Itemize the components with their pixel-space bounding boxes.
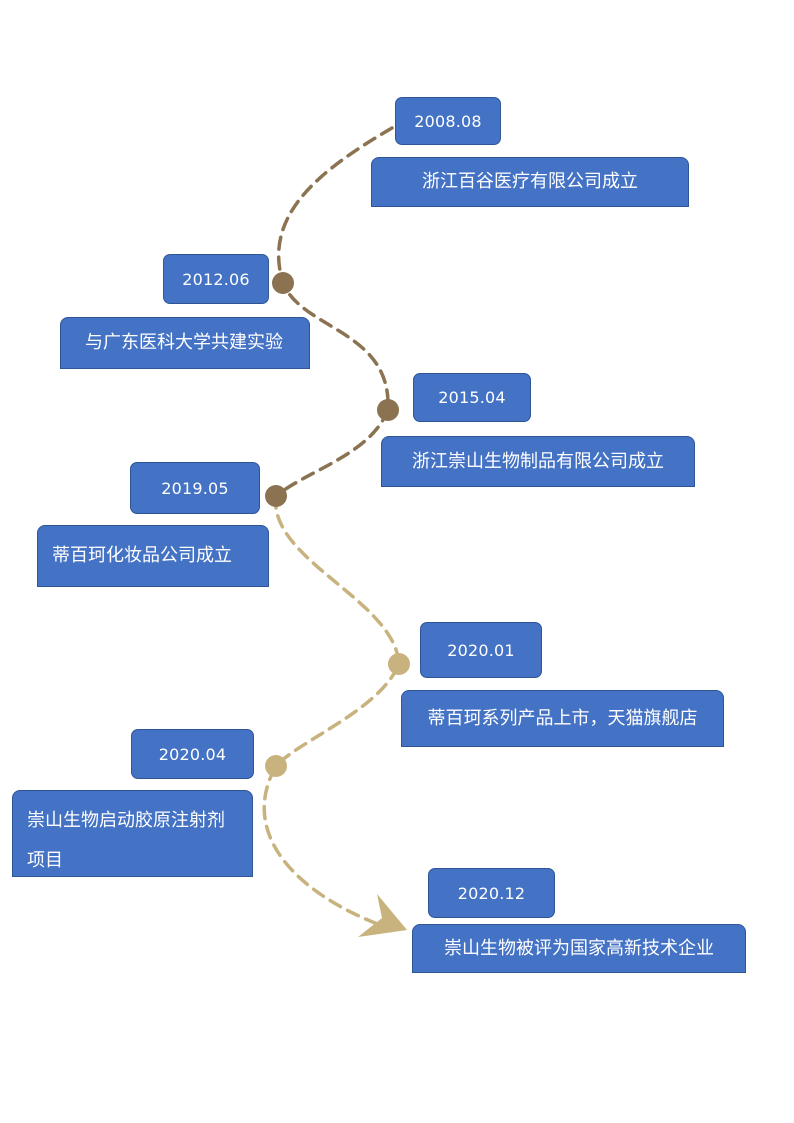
milestone-date-2020-04: 2020.04 <box>131 729 254 779</box>
arrowhead-icon <box>358 894 407 937</box>
milestone-date-2012-06: 2012.06 <box>163 254 269 304</box>
timeline-path-light-segment <box>262 494 401 927</box>
milestone-dot <box>265 485 287 507</box>
milestone-date-2019-05: 2019.05 <box>130 462 260 514</box>
milestone-date-2020-01: 2020.01 <box>420 622 542 678</box>
milestone-date-2008-08: 2008.08 <box>395 97 501 145</box>
milestone-event-2012-06: 与广东医科大学共建实验 <box>60 317 310 369</box>
milestone-dot <box>272 272 294 294</box>
milestone-event-2019-05: 蒂百珂化妆品公司成立 <box>37 525 269 587</box>
milestone-dot <box>388 653 410 675</box>
milestone-dot <box>265 755 287 777</box>
milestone-event-2020-01: 蒂百珂系列产品上市，天猫旗舰店 <box>401 690 724 747</box>
milestone-event-2020-04: 崇山生物启动胶原注射剂项目 <box>12 790 253 877</box>
milestone-event-2008-08: 浙江百谷医疗有限公司成立 <box>371 157 689 207</box>
milestone-event-2015-04: 浙江崇山生物制品有限公司成立 <box>381 436 695 487</box>
timeline-path-dark-segment <box>274 126 394 498</box>
milestone-event-2020-12: 崇山生物被评为国家高新技术企业 <box>412 924 746 973</box>
milestone-date-2020-12: 2020.12 <box>428 868 555 918</box>
milestone-date-2015-04: 2015.04 <box>413 373 531 422</box>
milestone-dot <box>377 399 399 421</box>
